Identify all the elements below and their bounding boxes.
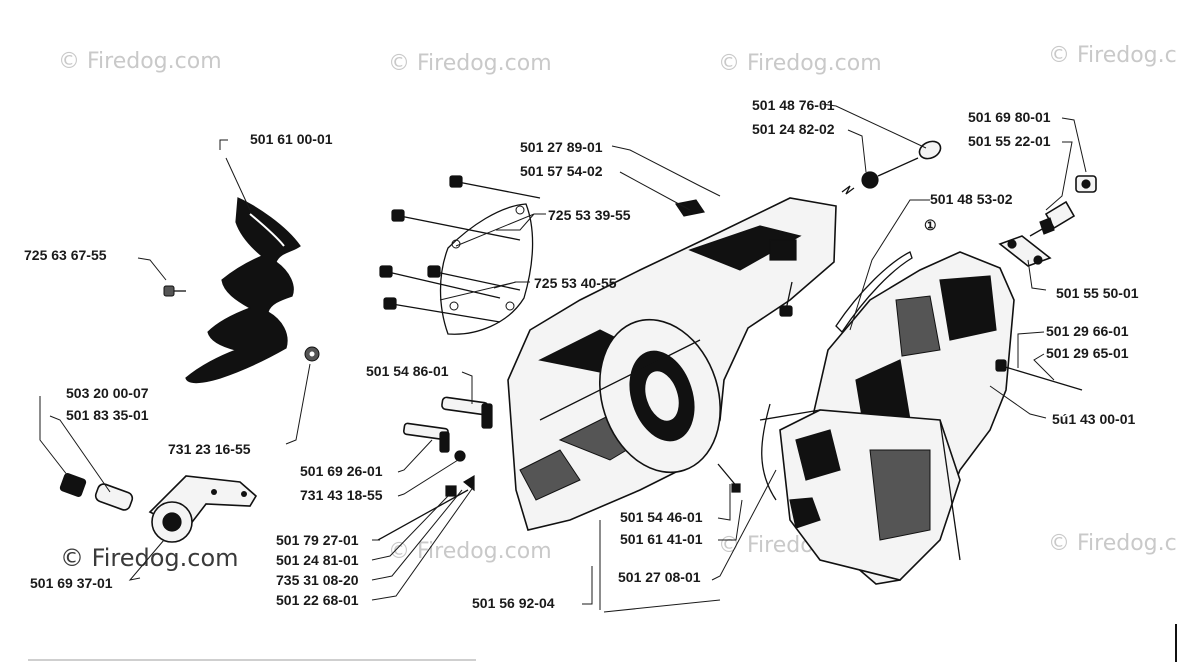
part-label[interactable]: 501 54 46-01 <box>620 509 703 525</box>
screw-part <box>163 285 186 297</box>
part-label[interactable]: 501 56 92-04 <box>472 595 555 611</box>
part-label[interactable]: 501 27 08-01 <box>618 569 701 585</box>
leader-lines <box>39 103 1087 613</box>
part-label[interactable]: 725 53 40-55 <box>534 275 617 291</box>
part-label[interactable]: 501 83 35-01 <box>66 407 149 423</box>
part-label[interactable]: 725 63 67-55 <box>24 247 107 263</box>
part-label[interactable]: 501 55 50-01 <box>1056 285 1139 301</box>
crankcase-right-part <box>759 251 1015 585</box>
spring-part <box>841 140 942 195</box>
part-label[interactable]: 501 29 66-01 <box>1046 323 1129 339</box>
part-label[interactable]: 501 48 76-01 <box>752 97 835 113</box>
bolts-part <box>379 175 541 323</box>
part-label[interactable]: 501 24 82-02 <box>752 121 835 137</box>
watermark: © Firedog.c <box>1048 43 1177 68</box>
part-label[interactable]: 501 79 27-01 <box>276 532 359 548</box>
pin-part <box>441 396 493 429</box>
part-label[interactable]: 725 53 39-55 <box>548 207 631 223</box>
part-label[interactable]: 501 69 26-01 <box>300 463 383 479</box>
part-label[interactable]: 501 61 00-01 <box>250 131 333 147</box>
nut-part <box>304 346 320 362</box>
watermark: © Firedog.com <box>58 49 222 74</box>
screw-part <box>717 281 793 493</box>
part-label[interactable]: 501 61 41-01 <box>620 531 703 547</box>
part-label[interactable]: 501 69 80-01 <box>968 109 1051 125</box>
long-bolt-part <box>377 474 475 541</box>
circle-marker: ① <box>924 217 937 233</box>
crankcase-left-part <box>507 197 837 531</box>
stud-part <box>402 422 466 462</box>
part-label[interactable]: 501 29 65-01 <box>1046 345 1129 361</box>
part-label[interactable]: 501 69 37-01 <box>30 575 113 591</box>
chain-guard-part <box>185 197 301 384</box>
gasket-part <box>439 203 534 335</box>
watermark: © Firedog.c <box>1048 531 1177 556</box>
bracket-part <box>998 235 1052 267</box>
part-label[interactable]: 5ú1 43 00-01 <box>1052 411 1135 427</box>
watermark: © Firedog.com <box>388 539 552 564</box>
part-label[interactable]: 501 24 81-01 <box>276 552 359 568</box>
part-label[interactable]: 501 57 54-02 <box>520 163 603 179</box>
part-label[interactable]: 735 31 08-20 <box>276 572 359 588</box>
watermark: © Firedog.com <box>718 51 882 76</box>
part-label[interactable]: 501 27 89-01 <box>520 139 603 155</box>
part-label[interactable]: 501 54 86-01 <box>366 363 449 379</box>
part-label[interactable]: 731 43 18-55 <box>300 487 383 503</box>
part-label[interactable]: 501 22 68-01 <box>276 592 359 608</box>
decompression-valve-part <box>1029 175 1097 237</box>
bolt-part <box>995 359 1083 391</box>
part-label[interactable]: 731 23 16-55 <box>168 441 251 457</box>
part-label[interactable]: 503 20 00-07 <box>66 385 149 401</box>
part-label[interactable]: 501 55 22-01 <box>968 133 1051 149</box>
plate-part <box>675 199 705 217</box>
part-labels: 501 61 00-01 725 63 67-55 503 20 00-07 5… <box>24 97 1139 611</box>
watermark: © Firedog.com <box>388 51 552 76</box>
part-label[interactable]: 501 48 53-02 <box>930 191 1013 207</box>
chain-catcher-part <box>59 473 258 543</box>
